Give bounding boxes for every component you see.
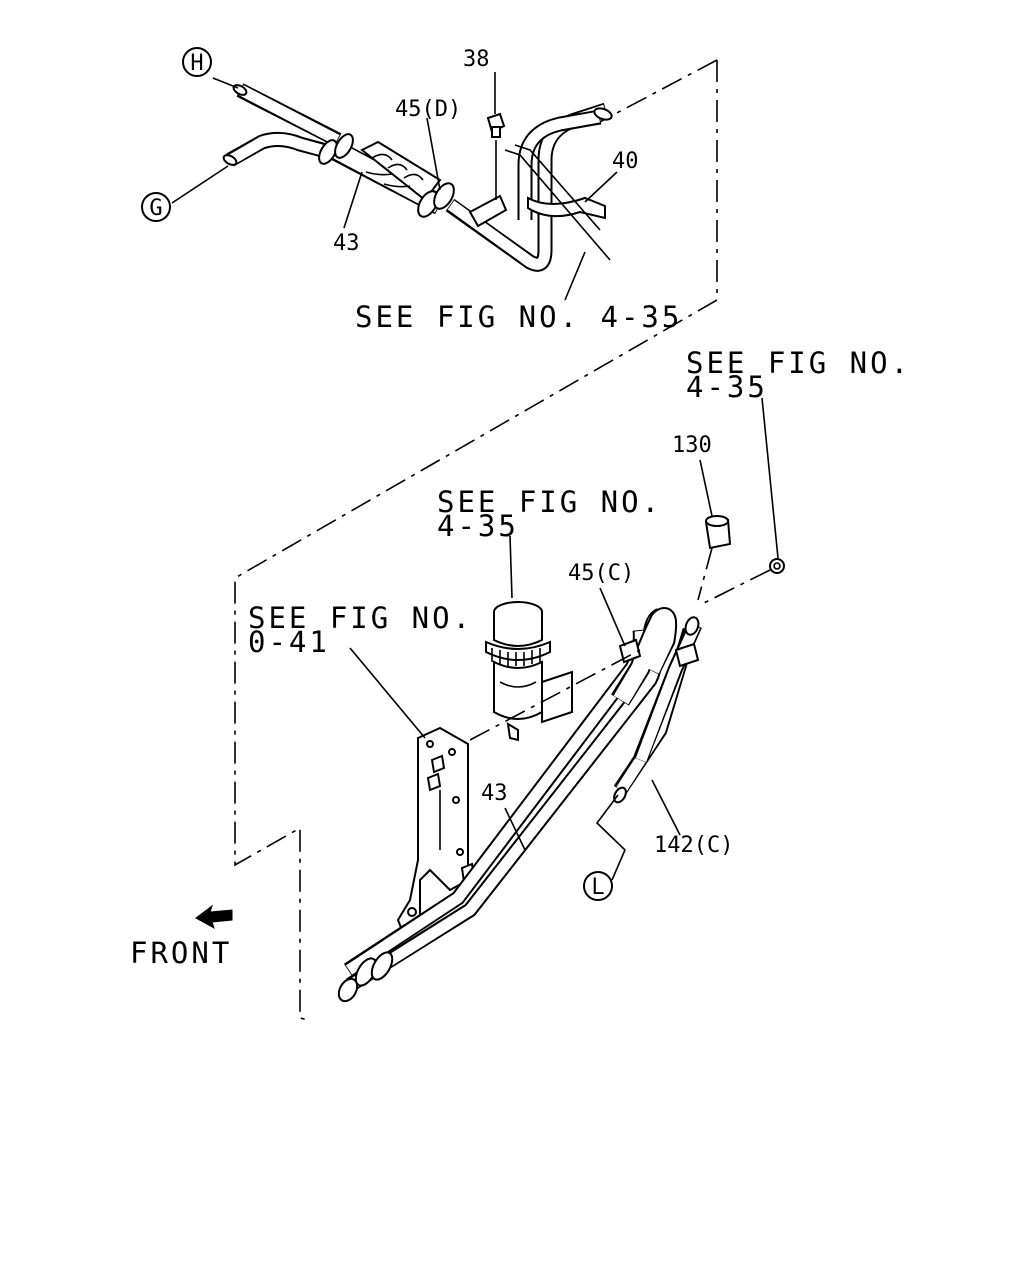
- guide-lines-bottom: [469, 547, 771, 741]
- spiral-sleeve: [360, 140, 442, 202]
- upper-hose-assembly: [222, 83, 613, 272]
- ref-left-line2: 0-41: [248, 625, 330, 659]
- svg-text:H: H: [190, 51, 203, 76]
- ref-right-line1: SEE FIG NO.: [686, 346, 911, 380]
- svg-text:L: L: [591, 875, 604, 900]
- ref-right-line2: 4-35: [686, 370, 768, 404]
- mounting-bracket: [396, 726, 476, 940]
- callout-45c: 45(C): [568, 561, 634, 586]
- ref-top: SEE FIG NO. 4-35: [355, 300, 682, 334]
- leader-lines-bottom: [349, 397, 779, 881]
- ref-left-line1: SEE FIG NO.: [248, 601, 473, 635]
- callout-43-top: 43: [333, 231, 360, 256]
- bolt-38: [486, 112, 506, 200]
- callout-142c: 142(C): [654, 833, 733, 858]
- svg-text:G: G: [149, 196, 162, 221]
- callout-43-bottom: 43: [481, 781, 508, 806]
- section-boundary: [234, 59, 718, 1021]
- callout-130: 130: [672, 433, 712, 458]
- fitting-130: [704, 515, 732, 550]
- nut-right: [769, 558, 785, 574]
- front-label: FRONT: [130, 936, 232, 970]
- leader-lines-top: [171, 72, 618, 301]
- connector-g: G: [141, 192, 171, 222]
- connector-h: H: [182, 47, 212, 77]
- callout-45d: 45(D): [395, 97, 461, 122]
- lower-pipes: [337, 607, 702, 1003]
- hose-clamp-right: [417, 182, 455, 218]
- callout-40: 40: [612, 149, 639, 174]
- connector-l: L: [583, 871, 613, 901]
- ref-mid-line1: SEE FIG NO.: [437, 485, 662, 519]
- ref-mid-line2: 4-35: [437, 509, 519, 543]
- front-arrow-icon: [195, 904, 233, 930]
- reservoir-tank: [485, 601, 573, 742]
- hose-clamp-left: [318, 133, 354, 165]
- callout-38: 38: [463, 47, 490, 72]
